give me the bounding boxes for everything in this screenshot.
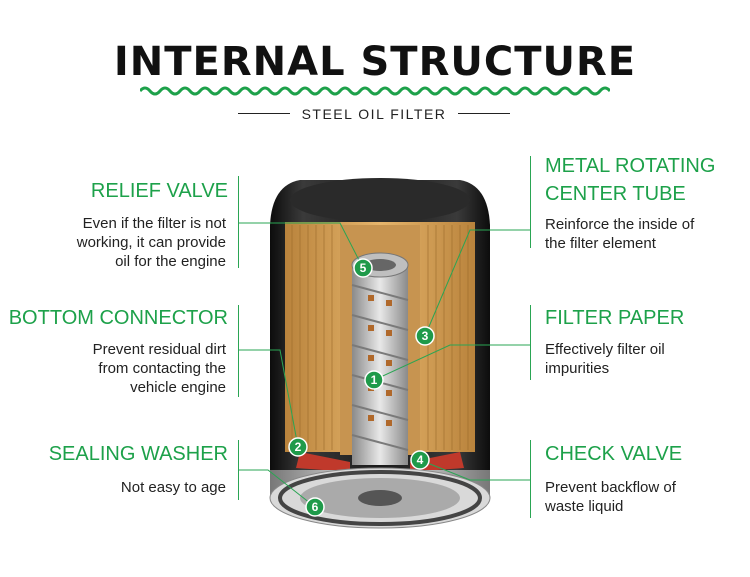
bottom-connector-bar [238,305,239,397]
relief-valve-heading: RELIEF VALVE [90,180,228,202]
subtitle-right-rule [458,113,510,114]
marker-5 [353,258,373,278]
check-valve-bar [530,440,531,518]
marker-2 [288,437,308,457]
marker-label-3: 3 [422,329,429,343]
page-title: INTERNAL STRUCTURE [113,39,637,85]
center-tube-desc: Reinforce the inside of the filter eleme… [545,216,695,252]
sealing-washer-desc: Not easy to age [120,479,226,496]
marker-3 [415,326,435,346]
bottom-connector-desc: Prevent residual dirt from contacting th… [92,341,226,396]
marker-1 [364,370,384,390]
housing-top [290,178,470,222]
filter-paper-bar [530,305,531,380]
marker-label-6: 6 [312,500,319,514]
marker-4 [410,450,430,470]
check-valve-desc: Prevent backflow of waste liquid [545,479,676,515]
relief-valve-desc: Even if the filter is not working, it ca… [76,215,226,270]
marker-label-5: 5 [360,261,367,275]
check-valve-heading: CHECK VALVE [545,443,683,465]
subtitle-group: STEEL OIL FILTER [238,104,510,124]
marker-label-1: 1 [371,373,378,387]
title-underline-wave [140,86,610,96]
filter-paper-desc: Effectively filter oil impurities [545,341,665,377]
relief-valve-bar [238,176,239,268]
marker-label-2: 2 [295,440,302,454]
center-tube-bar [530,156,531,248]
center-tube-heading: METAL ROTATING CENTER TUBE [545,155,716,205]
metal-center-tube [352,265,408,465]
sealing-washer-bar [238,440,239,500]
sealing-washer [278,470,482,526]
marker-6 [305,497,325,517]
check-valve-rubber-left [296,452,350,472]
subtitle: STEEL OIL FILTER [301,106,447,122]
bottom-connector-heading: BOTTOM CONNECTOR [8,307,228,329]
sealing-washer-heading: SEALING WASHER [48,443,228,465]
marker-label-4: 4 [417,453,424,467]
subtitle-left-rule [238,113,290,114]
filter-paper-heading: FILTER PAPER [545,307,685,329]
